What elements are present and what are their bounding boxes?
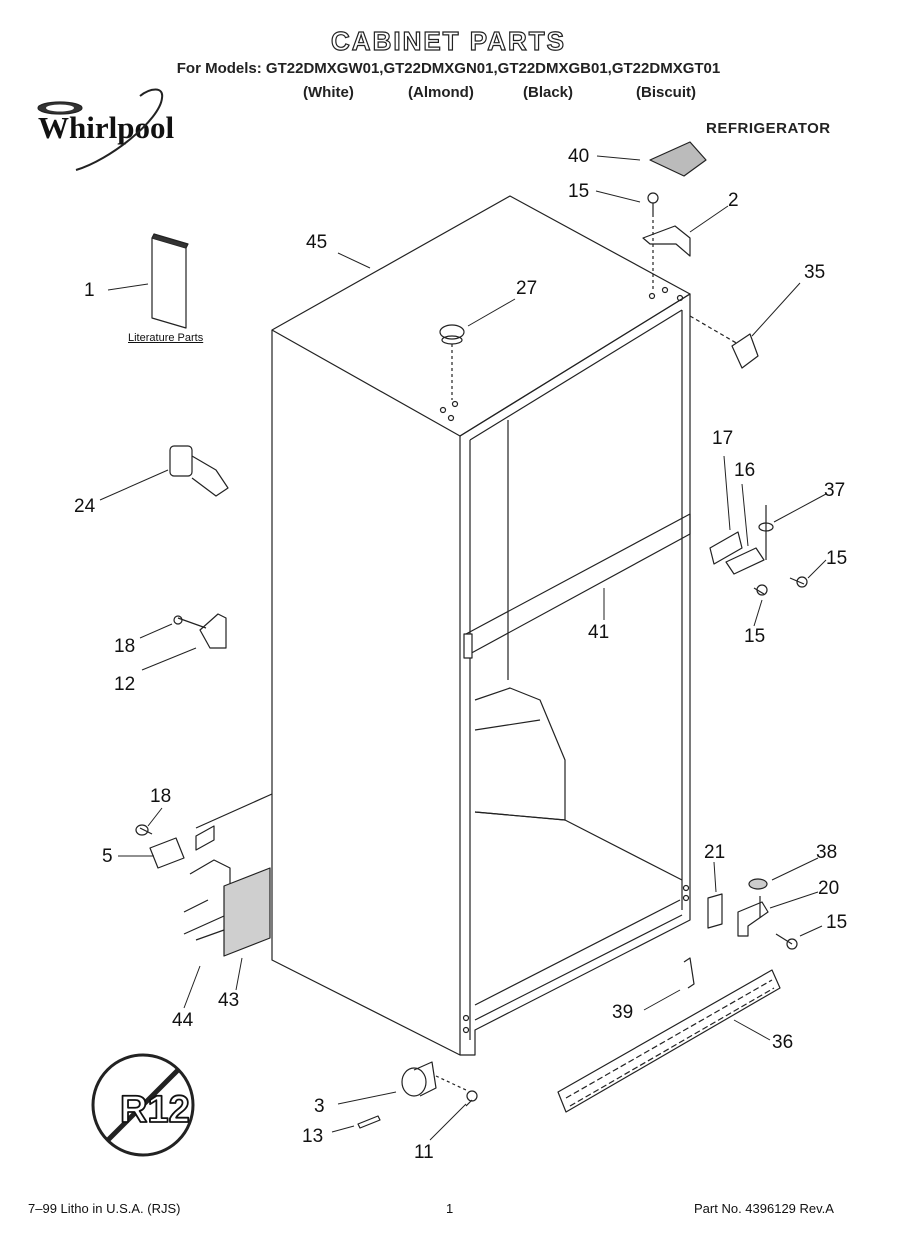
color-black: (Black) [523,84,574,101]
part-40-cap [649,141,707,177]
leader-lines [99,155,827,1141]
callout-43: 43 [218,990,240,1011]
part-39-clip [683,957,695,989]
product-type: REFRIGERATOR [706,120,831,137]
no-r12-icon: R12 [91,1053,195,1157]
callout-40: 40 [568,146,590,167]
part-12-bracket [173,613,227,649]
callout-35: 35 [804,262,826,283]
callout-18b: 18 [150,786,172,807]
callout-21: 21 [704,842,726,863]
callout-3: 3 [314,1096,325,1117]
whirlpool-swirl-icon [37,88,164,171]
callout-15d: 15 [826,912,848,933]
callout-38: 38 [816,842,838,863]
part-15-screw-top [647,192,659,214]
model-list: For Models: GT22DMXGW01,GT22DMXGN01,GT22… [176,60,721,77]
callout-17: 17 [712,428,734,449]
callout-11: 11 [414,1142,434,1163]
page-number: 1 [446,1201,454,1216]
footer-litho: 7–99 Litho in U.S.A. (RJS) [28,1201,181,1216]
lower-hinge-group [707,878,798,950]
callout-13: 13 [302,1126,324,1147]
callout-37: 37 [824,480,846,501]
callout-24: 24 [74,496,96,517]
callout-16: 16 [734,460,756,481]
color-biscuit: (Biscuit) [636,84,696,101]
callout-27: 27 [516,278,538,299]
callout-2: 2 [728,190,739,211]
no-r12-text: R12 [120,1089,190,1131]
part-24-leveler [169,445,229,497]
callout-1: 1 [84,280,95,301]
callout-12: 12 [114,674,136,695]
callout-41: 41 [588,622,610,643]
callout-39: 39 [612,1002,634,1023]
color-almond: (Almond) [408,84,474,101]
footer-part-number: Part No. 4396129 Rev.A [694,1201,834,1216]
part-2-top-hinge [642,225,691,257]
part-43-pad [223,867,271,957]
part-1-literature [151,237,187,329]
part-27-plug [439,324,465,400]
brand-logo-text: Whirlpool [38,110,175,145]
callout-20: 20 [818,878,840,899]
part-36-grille [557,969,781,1113]
part-5-bracket [135,793,273,918]
part-3-roller-bracket [357,1061,478,1129]
callout-18: 18 [114,636,136,657]
page-title: CABINET PARTS [330,25,566,56]
callout-15b: 15 [826,548,848,569]
part-35-hinge-cover [731,333,759,369]
callout-45: 45 [306,232,328,253]
cabinet-body [271,195,691,1056]
part-44-strip [183,899,225,941]
literature-parts-label: Literature Parts [128,332,204,344]
callout-15: 15 [568,181,590,202]
color-white: (White) [303,84,354,101]
callout-15c: 15 [744,626,766,647]
callout-5: 5 [102,846,113,867]
middle-hinge-group [709,505,808,596]
callout-44: 44 [172,1010,194,1031]
callout-36: 36 [772,1032,794,1053]
